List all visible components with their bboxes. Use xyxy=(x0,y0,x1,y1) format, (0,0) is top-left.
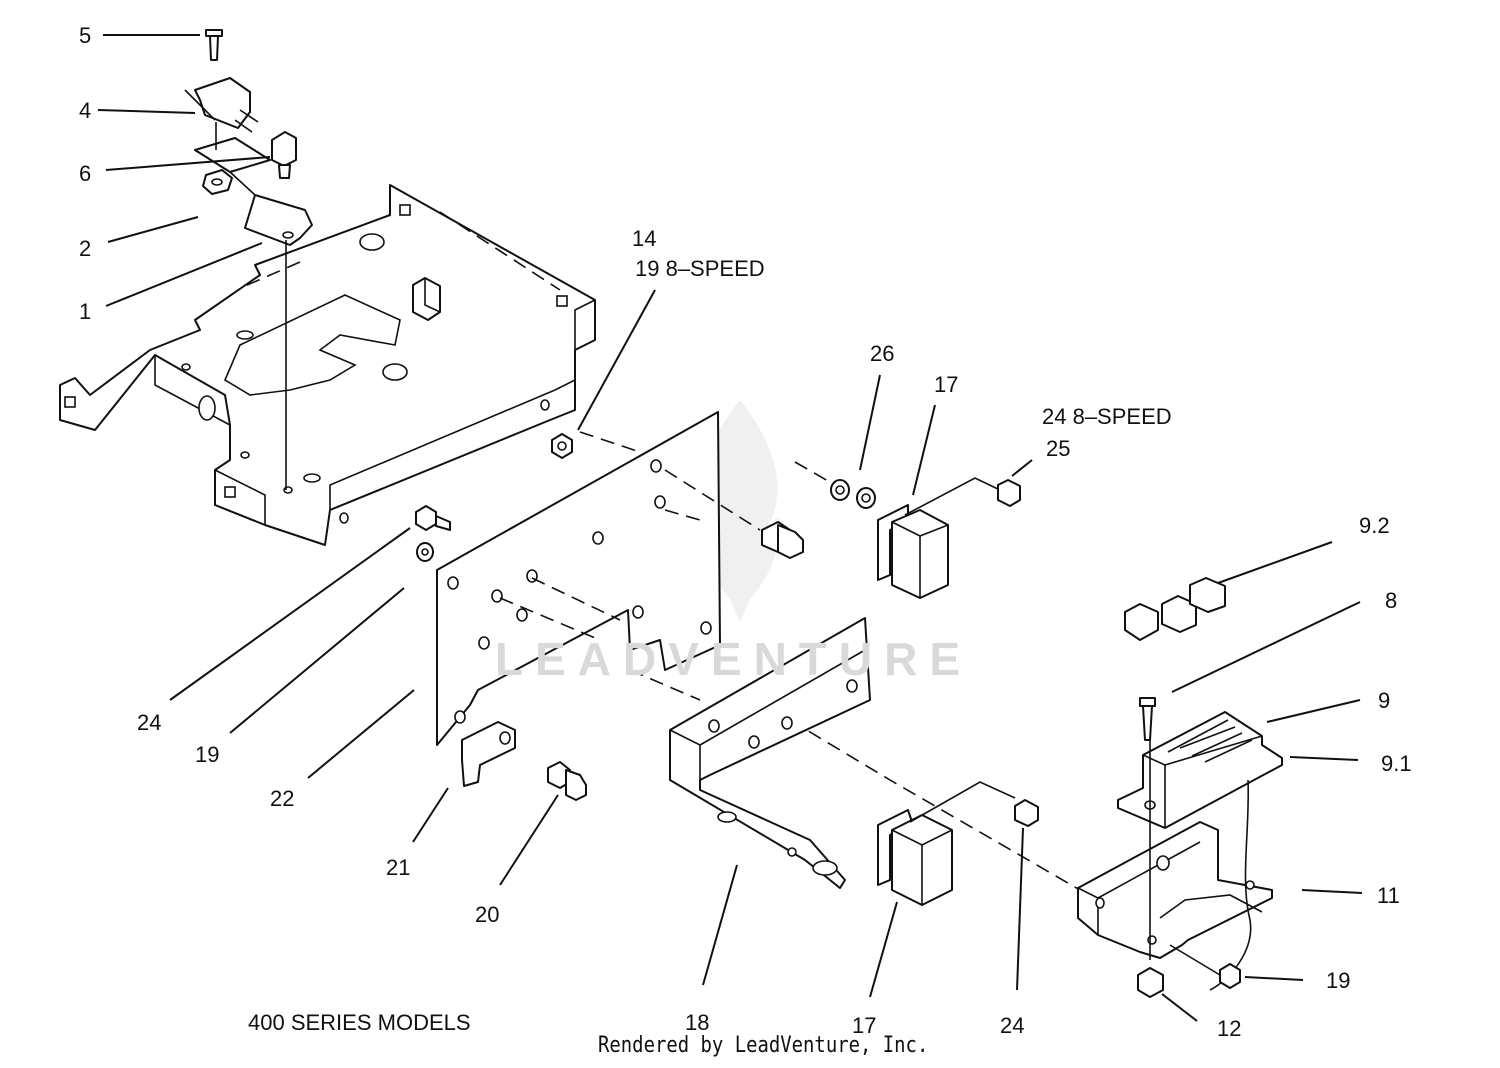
clamp-and-bolt xyxy=(461,721,587,801)
watermark-text: LEADVENTURE xyxy=(495,633,973,685)
leader-lines xyxy=(97,34,1363,1022)
callout-19-right: 19 xyxy=(1326,968,1351,993)
callout-18: 18 xyxy=(685,1010,710,1035)
callout-11: 11 xyxy=(1377,883,1400,908)
connectors xyxy=(1124,577,1226,641)
callout-9: 9 xyxy=(1378,688,1391,713)
callout-24-8-speed: 24 8–SPEED xyxy=(1042,404,1172,429)
callout-19-left: 19 xyxy=(195,742,220,767)
callout-5: 5 xyxy=(79,23,92,48)
callout-20: 20 xyxy=(475,902,500,927)
callout-2: 2 xyxy=(79,236,92,261)
switch-assembly xyxy=(184,29,313,490)
callout-22: 22 xyxy=(270,786,295,811)
callout-19-8-speed: 19 8–SPEED xyxy=(635,256,765,281)
callout-21: 21 xyxy=(386,855,411,880)
models-caption: 400 SERIES MODELS xyxy=(248,1010,471,1035)
callout-17-lower: 17 xyxy=(852,1013,877,1038)
callout-25: 25 xyxy=(1046,436,1071,461)
callout-12: 12 xyxy=(1217,1016,1242,1041)
angle-bracket xyxy=(669,617,871,889)
callout-4: 4 xyxy=(79,98,92,123)
callout-24-left: 24 xyxy=(137,710,162,735)
callout-14: 14 xyxy=(632,226,657,251)
callout-6: 6 xyxy=(79,161,92,186)
main-frame-plate xyxy=(59,184,596,546)
callout-8: 8 xyxy=(1385,588,1398,613)
vertical-plate xyxy=(436,411,721,746)
relay-upper xyxy=(830,477,1021,599)
callout-1: 1 xyxy=(79,299,92,324)
callout-17-upper: 17 xyxy=(934,372,959,397)
callout-24-bottom: 24 xyxy=(1000,1013,1025,1038)
callout-9-2: 9.2 xyxy=(1359,513,1390,538)
fasteners-left xyxy=(415,433,804,562)
callout-9-1: 9.1 xyxy=(1381,751,1412,776)
relay-lower xyxy=(877,781,1039,906)
callout-26: 26 xyxy=(870,341,895,366)
render-credit: Rendered by LeadVenture, Inc. xyxy=(598,1033,929,1058)
key-switch-housing xyxy=(1117,697,1283,829)
mounting-bracket xyxy=(1077,740,1273,998)
